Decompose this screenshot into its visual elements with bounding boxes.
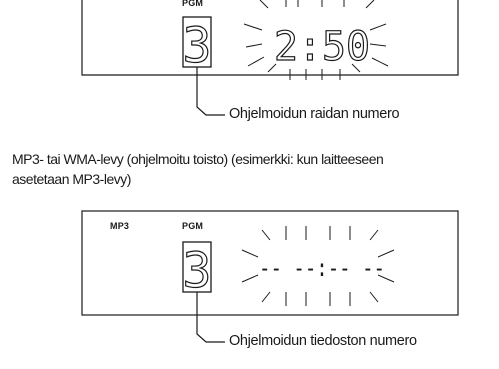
section-caption: MP3- tai WMA-levy (ohjelmoitu toisto) (e… <box>12 149 492 189</box>
pgm-label-bottom: PGM <box>182 221 204 231</box>
caption-line-2: asetetaan MP3-levy) <box>12 171 131 187</box>
track-digit-bottom: 3 <box>183 243 212 299</box>
blink-rays-top <box>243 0 389 80</box>
track-digit-top: 3 <box>183 18 212 74</box>
mp3-label: MP3 <box>110 221 130 231</box>
callout-leader-bottom <box>196 292 225 343</box>
blink-rays-bottom <box>241 226 395 306</box>
pgm-label-top: PGM <box>182 0 204 8</box>
lcd-panel-top <box>81 0 459 76</box>
caption-line-1: MP3- tai WMA-levy (ohjelmoitu toisto) (e… <box>12 151 384 167</box>
callout-file-number: Ohjelmoidun tiedoston numero <box>229 333 417 349</box>
time-display-top: 2:50 <box>274 24 370 70</box>
time-display-bottom: -- --:-- -- <box>259 254 385 282</box>
callout-track-number: Ohjelmoidun raidan numero <box>229 106 400 122</box>
lcd-panel-bottom <box>81 210 459 316</box>
callout-leader-top <box>196 67 225 116</box>
